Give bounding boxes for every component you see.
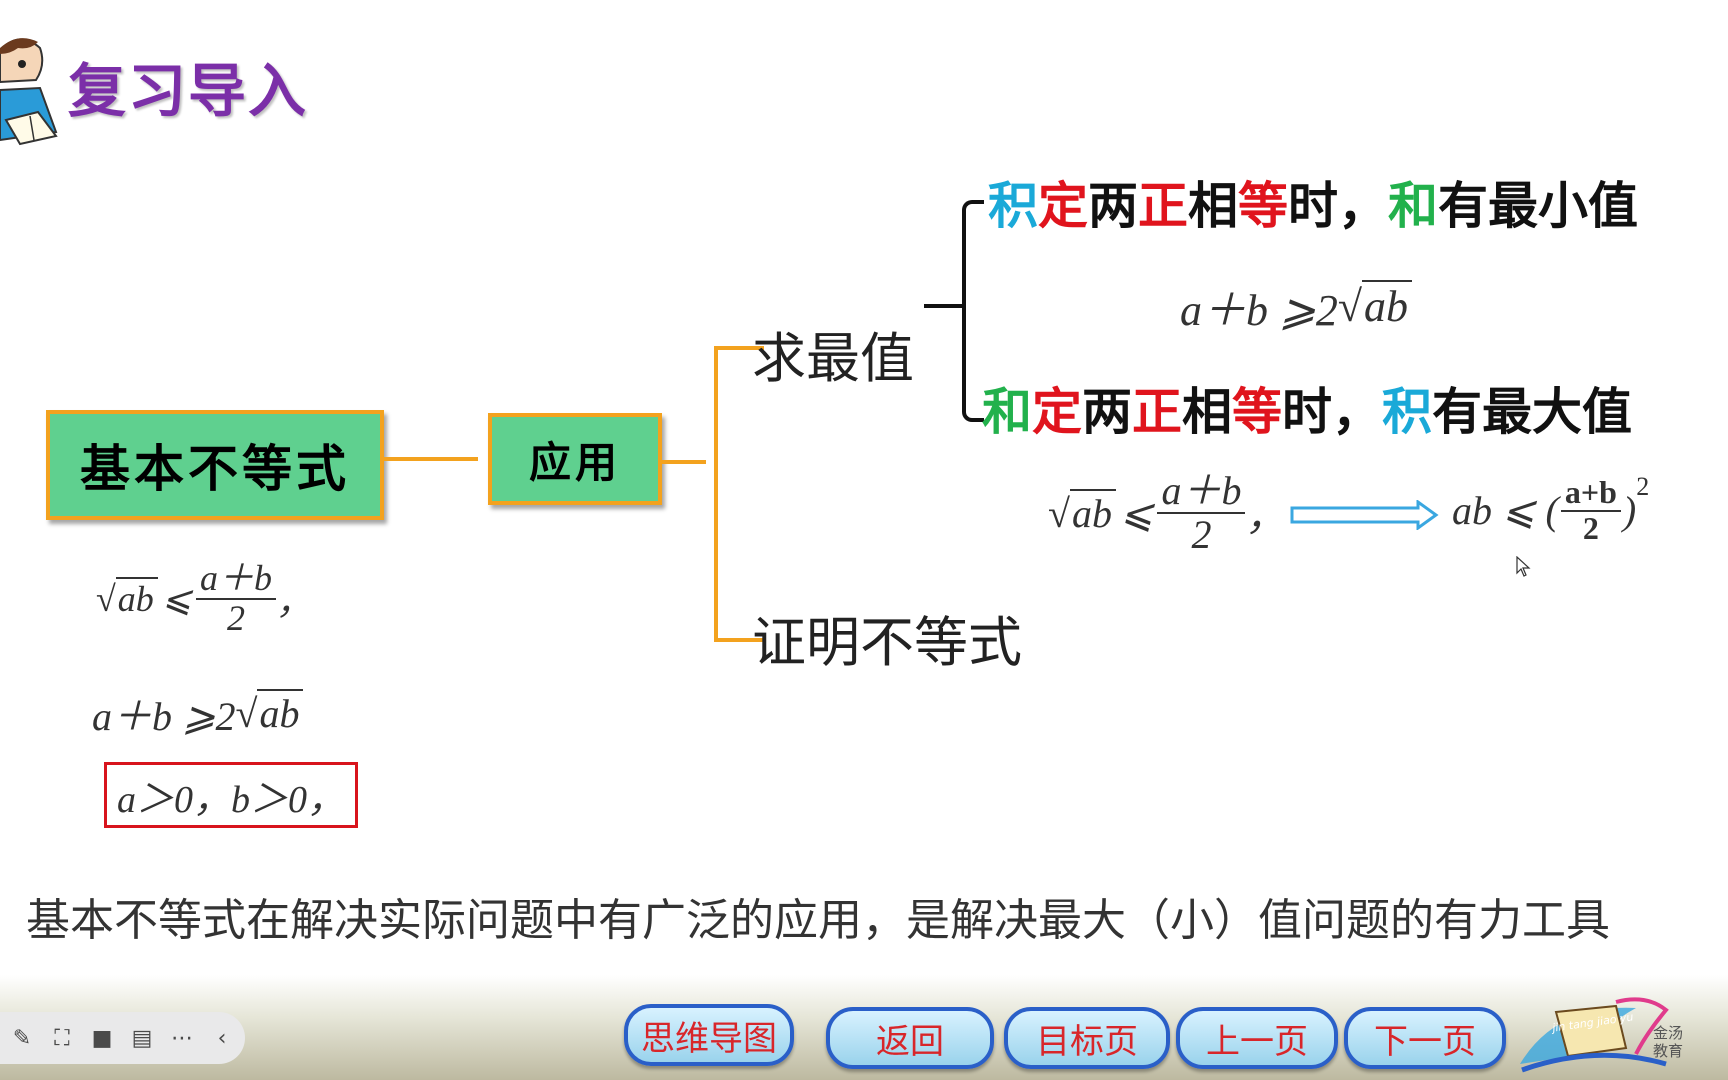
- rule1-segment: 有最小值: [1438, 177, 1638, 235]
- rule2-segment: 有最大值: [1432, 383, 1632, 441]
- core-concept-label: 基本不等式: [80, 440, 350, 498]
- connector-apply-branch: [658, 460, 706, 464]
- branch-proof: 证明不等式: [752, 611, 1022, 674]
- screenshot-icon[interactable]: ⛶: [54, 1025, 70, 1051]
- comment-icon[interactable]: ▤: [131, 1025, 153, 1051]
- rule2-segment: 和: [982, 383, 1032, 441]
- mascot-reading-icon: [0, 20, 66, 150]
- rule2-segment: 时，: [1282, 383, 1382, 441]
- rule1-segment: 定: [1038, 177, 1088, 235]
- condition-box: a＞0，b＞0，: [104, 762, 358, 828]
- presenter-control-bar: ✎ ⛶ ■ ▤ ⋯ ‹: [0, 1012, 245, 1064]
- left-formula-2: a＋b ⩾2 √ab: [92, 684, 304, 742]
- rule-min-value: 积定两正相等时，和有最小值: [988, 166, 1638, 238]
- back-button[interactable]: 返回: [826, 1007, 994, 1069]
- connector-core-apply: [380, 457, 478, 461]
- publisher-logo: jin tang jiao yu 金汤教育: [1516, 994, 1692, 1076]
- rule2-segment: 定: [1032, 383, 1082, 441]
- rule1-segment: 正: [1138, 177, 1188, 235]
- rule2-segment: 相: [1182, 383, 1232, 441]
- branch-line-bottom: [714, 638, 764, 642]
- sqrt-symbol: √ab: [96, 576, 158, 620]
- bracket-stem: [924, 304, 964, 308]
- page-title: 复习导入: [68, 57, 309, 125]
- mouse-cursor-icon: [1516, 555, 1532, 582]
- rule1-formula: a＋b ⩾2 √ab: [1180, 274, 1413, 338]
- rule1-segment: 相: [1188, 177, 1238, 235]
- implies-arrow-icon: [1290, 499, 1440, 531]
- collapse-icon[interactable]: ‹: [217, 1025, 227, 1051]
- rule2-segment: 等: [1232, 383, 1282, 441]
- more-icon[interactable]: ⋯: [171, 1025, 193, 1051]
- rule1-segment: 等: [1238, 177, 1288, 235]
- logo-text: 金汤教育: [1652, 1024, 1683, 1060]
- rule2-segment: 两: [1082, 383, 1132, 441]
- rule1-segment: 两: [1088, 177, 1138, 235]
- rule1-segment: 积: [988, 177, 1038, 235]
- mindmap-button[interactable]: 思维导图: [624, 1004, 794, 1066]
- rules-bracket: [962, 200, 984, 422]
- rule-max-value: 和定两正相等时，积有最大值: [982, 372, 1632, 444]
- apply-label: 应用: [528, 437, 621, 487]
- camera-icon[interactable]: ■: [91, 1025, 113, 1051]
- rule1-segment: 和: [1388, 177, 1438, 235]
- rule1-segment: 时，: [1288, 177, 1388, 235]
- condition-text: a＞0，b＞0，: [116, 778, 345, 821]
- next-page-button[interactable]: 下一页: [1344, 1007, 1506, 1069]
- branch-max-min: 求最值: [752, 327, 914, 390]
- branch-vertical-line: [714, 346, 718, 642]
- rule2-segment: 正: [1132, 383, 1182, 441]
- core-concept-box: 基本不等式: [46, 410, 384, 520]
- prev-page-button[interactable]: 上一页: [1176, 1007, 1338, 1069]
- summary-text: 基本不等式在解决实际问题中有广泛的应用，是解决最大（小）值问题的有力工具: [26, 895, 1610, 946]
- branch-line-top: [714, 346, 764, 350]
- pen-icon[interactable]: ✎: [12, 1025, 32, 1051]
- goal-page-button[interactable]: 目标页: [1004, 1007, 1170, 1069]
- rule2-segment: 积: [1382, 383, 1432, 441]
- apply-box: 应用: [488, 413, 662, 505]
